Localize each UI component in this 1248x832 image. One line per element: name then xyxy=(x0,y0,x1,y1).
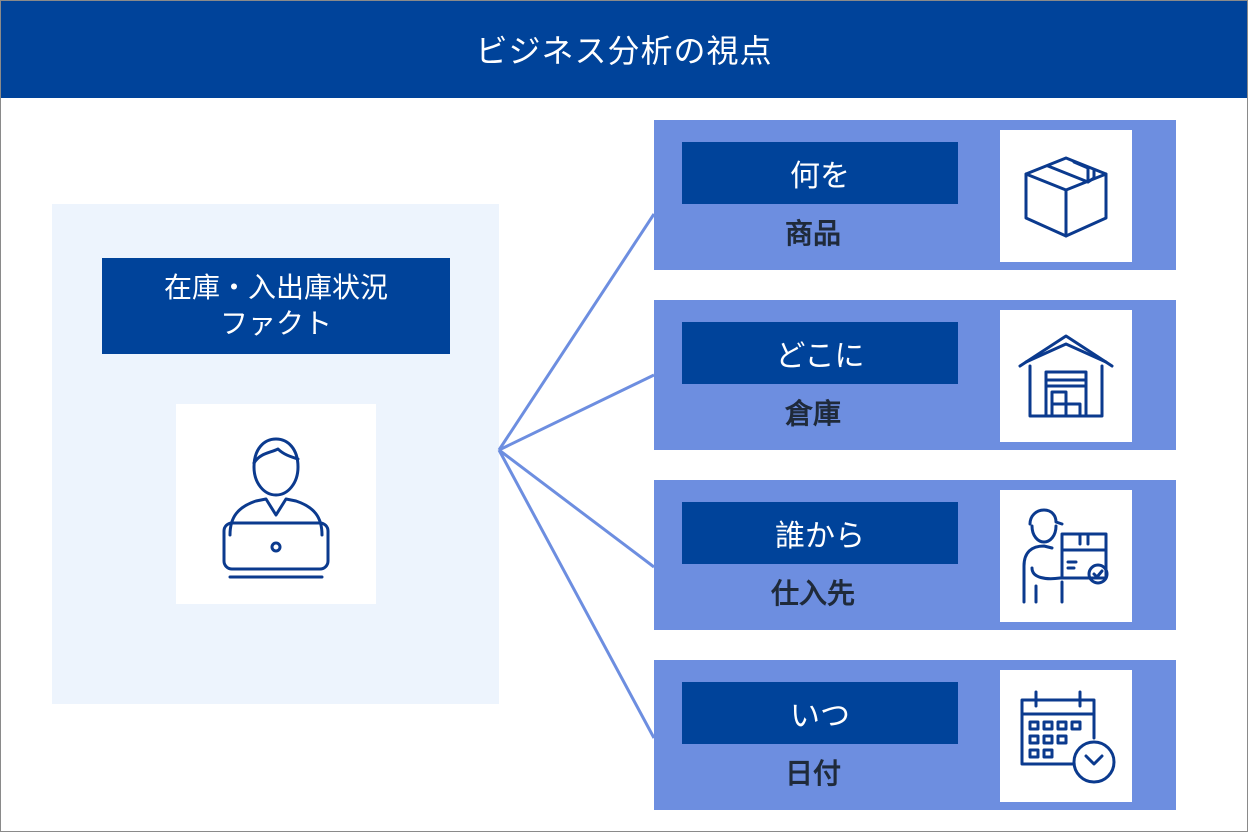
row-who: 誰から 仕入先 xyxy=(654,480,1176,630)
fact-panel: 在庫・入出庫状況 ファクト xyxy=(52,204,499,704)
connector-line xyxy=(498,373,655,452)
row-sub: 仕入先 xyxy=(770,577,855,610)
connector-line xyxy=(497,449,656,739)
row-icon-box xyxy=(1000,310,1132,442)
delivery-person-icon xyxy=(1022,508,1109,604)
row-label: 何を xyxy=(682,142,958,204)
connector-line xyxy=(498,448,655,569)
fact-label-line2: ファクト xyxy=(219,307,332,340)
row-sub: 商品 xyxy=(784,217,841,250)
row-what: 何を 商品 xyxy=(654,120,1176,270)
row-icon-box xyxy=(1000,490,1132,622)
connector-line xyxy=(497,213,656,451)
warehouse-icon xyxy=(1018,334,1114,418)
fact-label: 在庫・入出庫状況 ファクト xyxy=(102,258,450,354)
row-sub: 日付 xyxy=(784,757,841,790)
page-title: ビジネス分析の視点 xyxy=(0,0,1248,98)
row-sub: 倉庫 xyxy=(784,397,841,430)
row-label: どこに xyxy=(682,322,958,384)
row-when: いつ 日付 xyxy=(654,660,1176,810)
row-label: 誰から xyxy=(682,502,958,564)
calendar-clock-icon xyxy=(1020,690,1116,784)
row-icon-box xyxy=(1000,130,1132,262)
fact-label-line1: 在庫・入出庫状況 xyxy=(163,271,388,304)
box-icon xyxy=(1024,156,1108,238)
row-where: どこに 倉庫 xyxy=(654,300,1176,450)
row-icon-box xyxy=(1000,670,1132,802)
person-laptop-icon xyxy=(222,437,330,579)
row-label: いつ xyxy=(682,682,958,744)
person-card xyxy=(176,404,376,604)
